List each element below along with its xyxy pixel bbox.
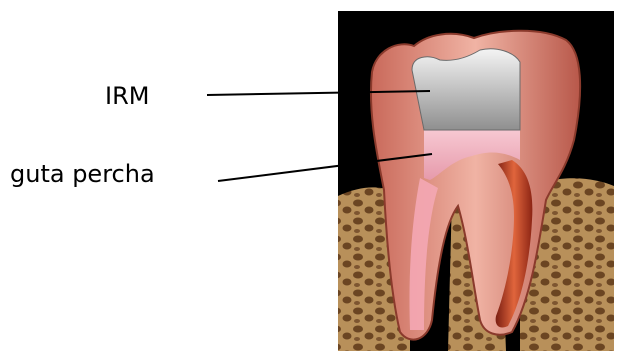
- irm-fill: [412, 49, 520, 130]
- gutta-percha-label: guta percha: [10, 162, 155, 186]
- irm-label: IRM: [105, 84, 149, 108]
